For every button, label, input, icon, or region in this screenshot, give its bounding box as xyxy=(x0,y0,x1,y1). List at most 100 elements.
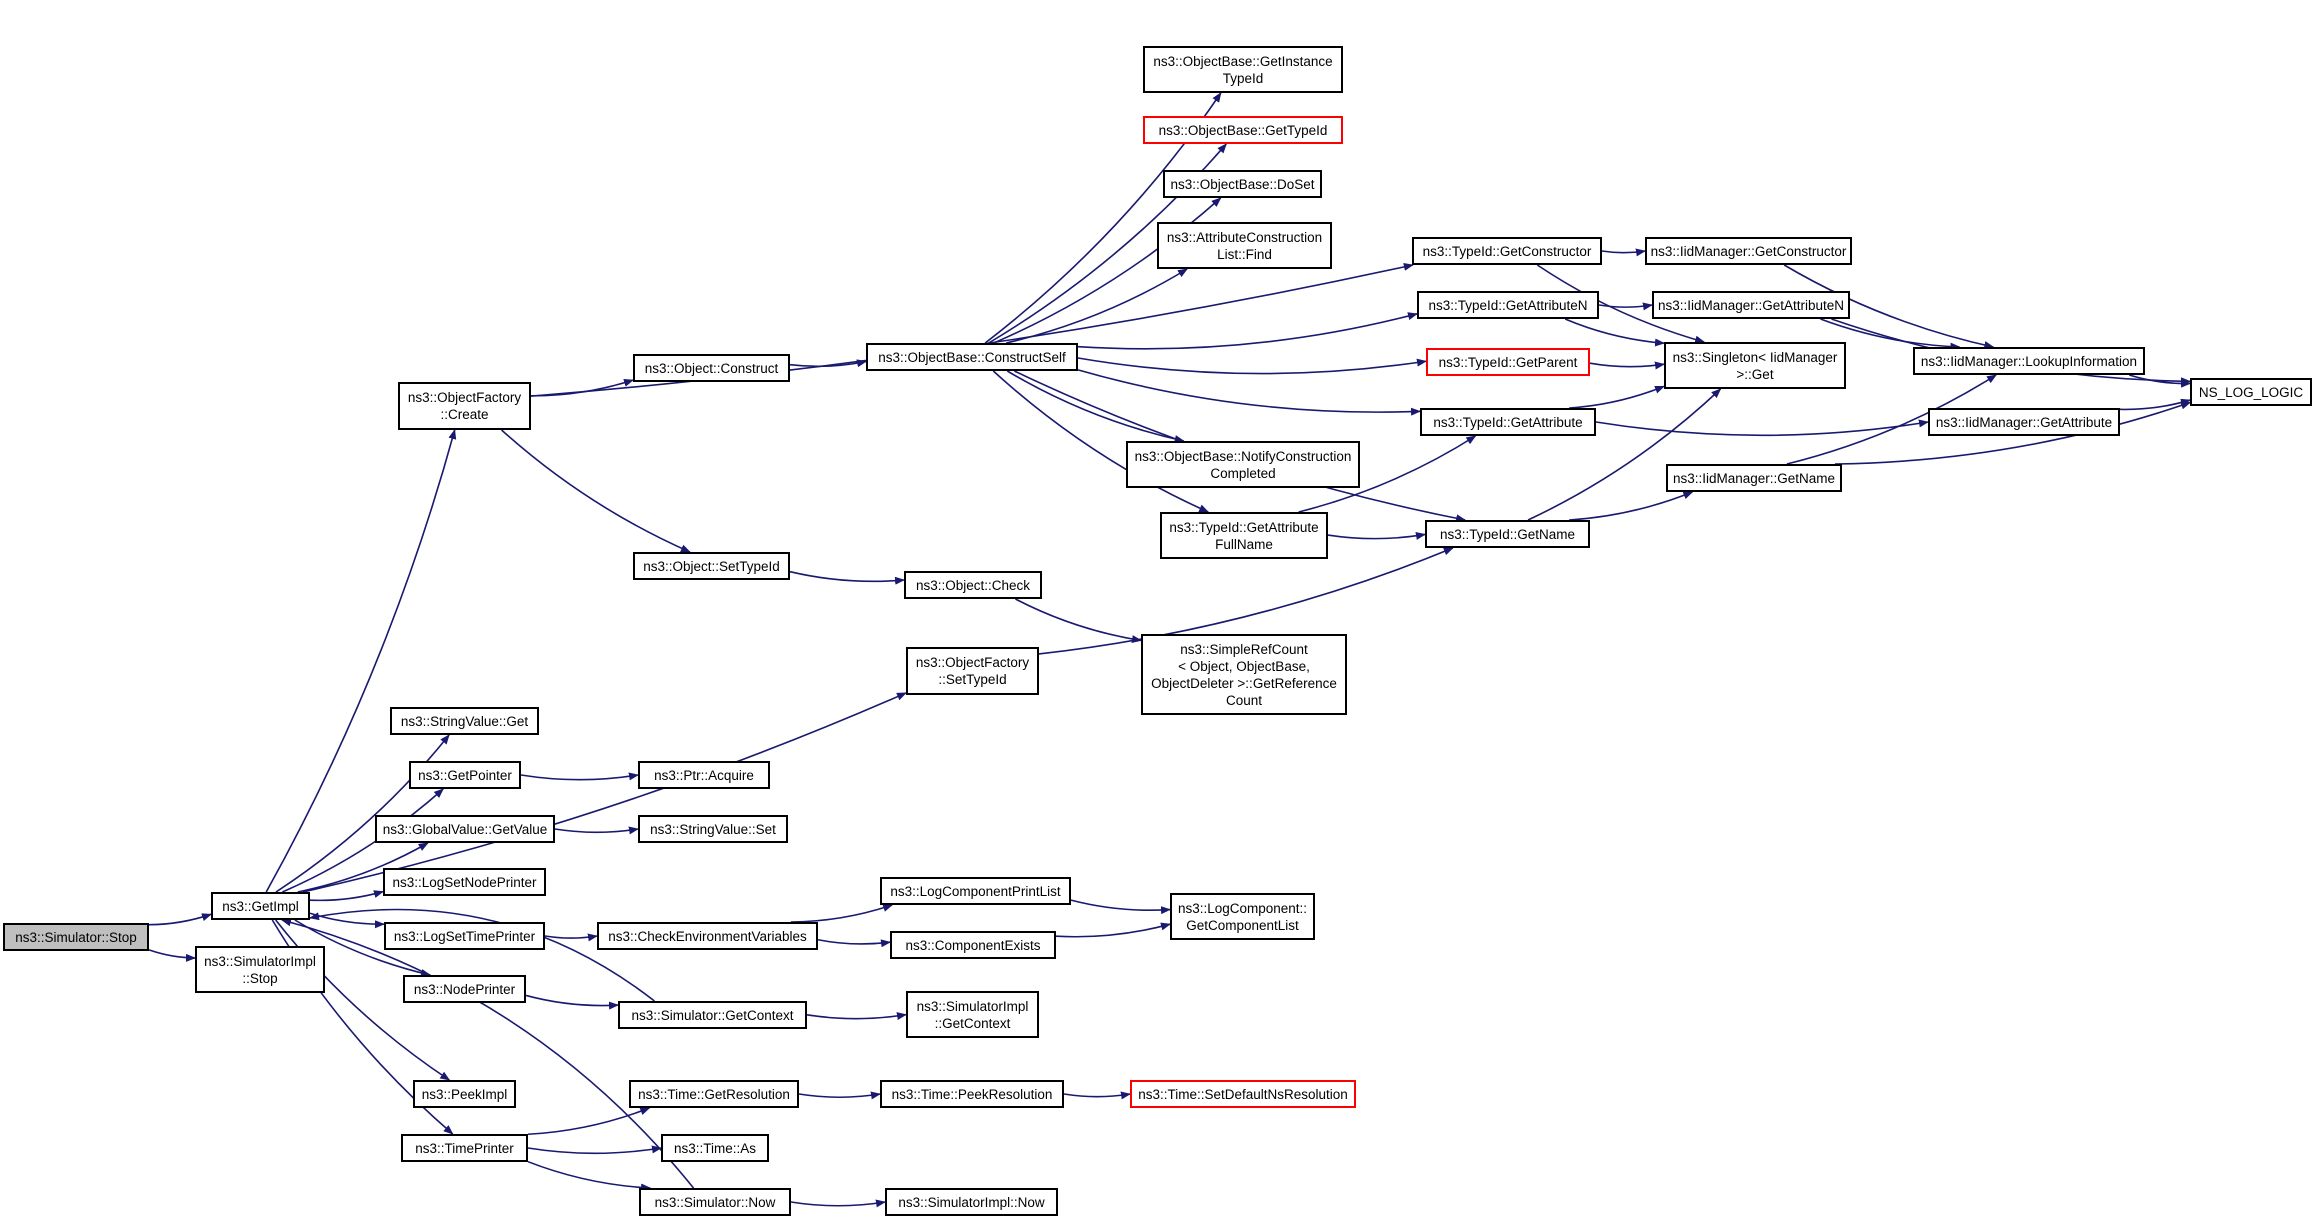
node-timepeekres[interactable]: ns3::Time::PeekResolution xyxy=(880,1080,1064,1108)
node-peekimpl[interactable]: ns3::PeekImpl xyxy=(413,1080,516,1108)
node-acfind[interactable]: ns3::AttributeConstruction List::Find xyxy=(1157,222,1332,269)
edge-tgetctor-to-singleton xyxy=(1536,264,1706,344)
node-checkenv[interactable]: ns3::CheckEnvironmentVariables xyxy=(597,922,818,950)
node-svset[interactable]: ns3::StringValue::Set xyxy=(638,815,788,843)
node-simimplstop[interactable]: ns3::SimulatorImpl ::Stop xyxy=(195,946,325,993)
edge-timeprinter-to-simnow xyxy=(527,1160,652,1192)
edge-logsettime-to-checkenv xyxy=(544,933,598,942)
node-logcompget[interactable]: ns3::LogComponent:: GetComponentList xyxy=(1170,893,1315,940)
edge-objcheck-to-simpleref xyxy=(1015,598,1142,643)
node-tgetattr[interactable]: ns3::TypeId::GetAttribute xyxy=(1420,408,1596,436)
edge-stop-to-getimpl xyxy=(148,913,212,926)
edge-iidlookup-to-nslog xyxy=(2129,374,2191,388)
node-compexists[interactable]: ns3::ComponentExists xyxy=(890,931,1056,959)
node-simimplgetctx[interactable]: ns3::SimulatorImpl ::GetContext xyxy=(906,991,1039,1038)
edge-constructself-to-notify xyxy=(1006,370,1185,443)
edge-constructself-to-tgetattr xyxy=(1077,369,1421,416)
node-iidgetname[interactable]: ns3::IidManager::GetName xyxy=(1666,464,1842,492)
edge-tgetparent-to-singleton xyxy=(1589,361,1665,370)
node-getpointer[interactable]: ns3::GetPointer xyxy=(409,761,521,789)
node-getinst[interactable]: ns3::ObjectBase::GetInstance TypeId xyxy=(1143,46,1343,93)
edge-timeprinter-to-timeas xyxy=(527,1145,662,1155)
node-notify[interactable]: ns3::ObjectBase::NotifyConstruction Comp… xyxy=(1126,441,1360,488)
node-getattrfull[interactable]: ns3::TypeId::GetAttribute FullName xyxy=(1160,512,1328,559)
edge-constructself-to-acfind xyxy=(1006,268,1188,344)
edge-iidgetattr-to-nslog xyxy=(2119,398,2191,411)
edge-ofcreate-to-settypeid xyxy=(501,429,691,553)
edge-getimpl-to-gvgetvalue xyxy=(297,842,429,893)
node-getimpl[interactable]: ns3::GetImpl xyxy=(211,892,310,920)
node-logcompprint[interactable]: ns3::LogComponentPrintList xyxy=(880,877,1071,905)
edge-checkenv-to-compexists xyxy=(817,938,891,948)
node-tgetname[interactable]: ns3::TypeId::GetName xyxy=(1425,520,1590,548)
node-timegetres[interactable]: ns3::Time::GetResolution xyxy=(629,1080,799,1108)
edge-stop-to-simimplstop xyxy=(148,949,196,962)
edge-constructself-to-doset xyxy=(993,197,1222,344)
node-logsettime[interactable]: ns3::LogSetTimePrinter xyxy=(384,922,545,950)
edge-simnow-to-simimplnow xyxy=(790,1199,886,1208)
node-logsetnode[interactable]: ns3::LogSetNodePrinter xyxy=(383,868,546,896)
edge-getimpl-to-ofcreate xyxy=(265,429,457,893)
node-simgetctx[interactable]: ns3::Simulator::GetContext xyxy=(618,1001,807,1029)
edge-timegetres-to-timepeekres xyxy=(798,1091,881,1100)
node-timesetdef[interactable]: ns3::Time::SetDefaultNsResolution xyxy=(1130,1080,1356,1108)
node-simpleref[interactable]: ns3::SimpleRefCount < Object, ObjectBase… xyxy=(1141,634,1347,715)
node-iidlookup[interactable]: ns3::IidManager::LookupInformation xyxy=(1913,347,2145,375)
node-iidgetattr[interactable]: ns3::IidManager::GetAttribute xyxy=(1928,408,2120,436)
edge-constructself-to-tgetparent xyxy=(1077,357,1427,375)
edge-iidgetname-to-iidlookup xyxy=(1786,374,1997,465)
edge-getimpl-to-peekimpl xyxy=(275,919,451,1081)
edge-constructself-to-tgetattrn xyxy=(1077,312,1418,350)
edge-iidgetattrn-to-iidlookup xyxy=(1820,318,1961,351)
edge-tgetname-to-singleton xyxy=(1527,388,1722,521)
node-timeprinter[interactable]: ns3::TimePrinter xyxy=(401,1134,528,1162)
node-ofcreate[interactable]: ns3::ObjectFactory ::Create xyxy=(398,382,531,430)
node-timeas[interactable]: ns3::Time::As xyxy=(661,1134,769,1162)
node-tgetattrn[interactable]: ns3::TypeId::GetAttributeN xyxy=(1417,291,1599,319)
edge-tgetattrn-to-iidgetattrn xyxy=(1598,302,1653,311)
node-gvgetvalue[interactable]: ns3::GlobalValue::GetValue xyxy=(375,815,555,843)
edge-compexists-to-logcompget xyxy=(1055,922,1171,938)
node-stop[interactable]: ns3::Simulator::Stop xyxy=(3,923,149,951)
node-tgetparent[interactable]: ns3::TypeId::GetParent xyxy=(1426,348,1590,376)
node-svget[interactable]: ns3::StringValue::Get xyxy=(390,707,539,735)
edge-construct-to-constructself xyxy=(789,359,867,368)
edge-timepeekres-to-timesetdef xyxy=(1063,1091,1131,1100)
edge-tgetattrn-to-singleton xyxy=(1564,318,1665,347)
node-iidgetctor[interactable]: ns3::IidManager::GetConstructor xyxy=(1645,237,1852,265)
edge-iidgetname-to-nslog xyxy=(1834,401,2191,465)
node-ptracquire[interactable]: ns3::Ptr::Acquire xyxy=(638,761,770,789)
edge-constructself-to-getattrfull xyxy=(992,370,1210,513)
edge-checkenv-to-logcompprint xyxy=(790,904,894,923)
node-nslog[interactable]: NS_LOG_LOGIC xyxy=(2190,378,2312,406)
node-iidgetattrn[interactable]: ns3::IidManager::GetAttributeN xyxy=(1652,291,1850,319)
node-singleton[interactable]: ns3::Singleton< IidManager >::Get xyxy=(1664,342,1846,389)
node-nodeprinter[interactable]: ns3::NodePrinter xyxy=(403,975,526,1003)
node-tgetctor[interactable]: ns3::TypeId::GetConstructor xyxy=(1412,237,1602,265)
node-simnow[interactable]: ns3::Simulator::Now xyxy=(639,1188,791,1216)
node-doset[interactable]: ns3::ObjectBase::DoSet xyxy=(1163,170,1322,198)
node-objcheck[interactable]: ns3::Object::Check xyxy=(904,571,1042,599)
edge-timeprinter-to-timegetres xyxy=(527,1107,651,1136)
edge-getattrfull-to-tgetname xyxy=(1327,531,1426,540)
node-construct[interactable]: ns3::Object::Construct xyxy=(633,354,790,382)
edge-nodeprinter-to-simgetctx xyxy=(525,994,619,1010)
node-settypeid[interactable]: ns3::Object::SetTypeId xyxy=(633,552,790,580)
node-simimplnow[interactable]: ns3::SimulatorImpl::Now xyxy=(885,1188,1058,1216)
edge-tgetname-to-iidgetname xyxy=(1569,491,1694,521)
edge-getimpl-to-getpointer xyxy=(282,788,444,893)
edge-simgetctx-to-getimpl xyxy=(309,908,655,1002)
edge-tgetattr-to-iidgetattr xyxy=(1595,419,1929,437)
edge-tgetctor-to-iidgetctor xyxy=(1601,248,1646,257)
edge-settypeid-to-objcheck xyxy=(789,570,905,585)
edge-logcompprint-to-logcompget xyxy=(1070,899,1171,915)
node-obgettypeid[interactable]: ns3::ObjectBase::GetTypeId xyxy=(1143,116,1343,144)
edge-simgetctx-to-simimplgetctx xyxy=(806,1012,907,1021)
edge-getattrfull-to-tgetattr xyxy=(1298,435,1477,513)
node-ofsettypeid[interactable]: ns3::ObjectFactory ::SetTypeId xyxy=(906,647,1039,695)
edge-tgetattr-to-singleton xyxy=(1569,385,1665,409)
edge-ofsettypeid-to-tgetname xyxy=(1038,547,1454,655)
node-constructself[interactable]: ns3::ObjectBase::ConstructSelf xyxy=(866,343,1078,371)
